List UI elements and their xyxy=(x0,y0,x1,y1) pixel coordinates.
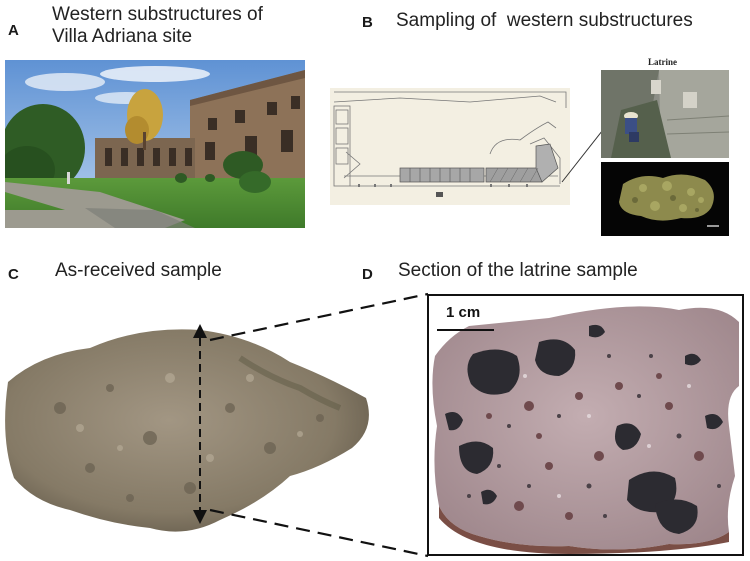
latrine-inset-label: Latrine xyxy=(648,57,677,67)
latrine-section-photo xyxy=(432,306,739,554)
panel-b-letter: B xyxy=(362,14,373,31)
panel-d-letter: D xyxy=(362,266,373,283)
scale-bar-label: 1 cm xyxy=(446,304,481,321)
panel-c-letter: C xyxy=(8,266,19,283)
latrine-trench-photo xyxy=(601,70,729,158)
zoom-connector-lines xyxy=(200,290,430,560)
panel-c-title: As-received sample xyxy=(55,260,222,281)
site-plan-drawing xyxy=(330,88,570,205)
scale-bar-line xyxy=(437,329,494,331)
latrine-sample-photo xyxy=(601,162,729,236)
panel-a-letter: A xyxy=(8,22,19,39)
panel-d-title: Section of the latrine sample xyxy=(398,260,638,281)
plan-leader-line xyxy=(560,120,610,190)
panel-a-title-line1: Western substructures of xyxy=(52,4,263,25)
panel-b-title: Sampling of western substructures xyxy=(396,10,693,31)
villa-adriana-photo xyxy=(5,60,305,228)
as-received-sample-photo xyxy=(0,318,375,540)
panel-a-title: Western substructures of Villa Adriana s… xyxy=(52,4,263,48)
latrine-section-frame xyxy=(427,294,744,556)
panel-a-title-line2: Villa Adriana site xyxy=(52,26,193,47)
